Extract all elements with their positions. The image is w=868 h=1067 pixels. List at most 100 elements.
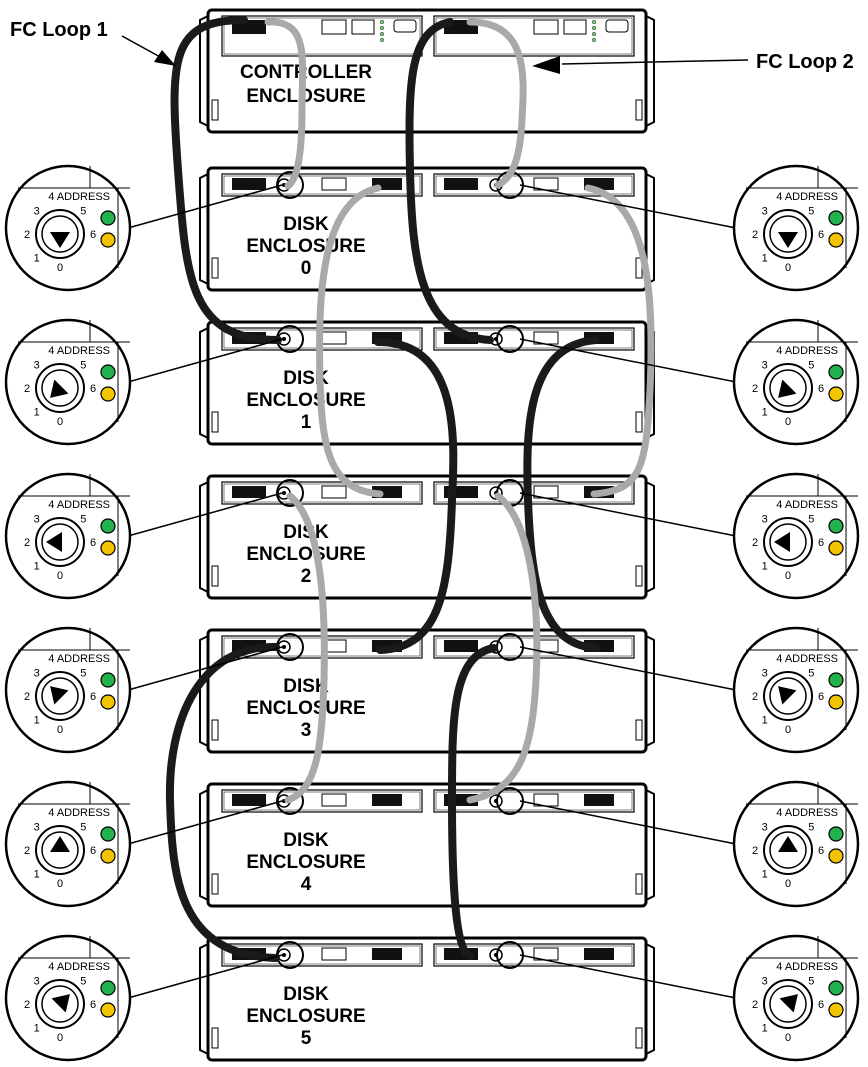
dial-digit: 5 xyxy=(80,514,86,526)
dial-digit: 3 xyxy=(762,822,768,834)
dial-pointer-arrow xyxy=(50,232,70,248)
disk-label-number: 4 xyxy=(301,874,312,895)
port-connector xyxy=(232,486,266,498)
status-led-green xyxy=(828,980,844,996)
io-module-b xyxy=(433,789,635,813)
disk-label-line2: ENCLOSURE xyxy=(246,544,365,565)
dial-digit: 0 xyxy=(785,878,791,890)
enclosure-body xyxy=(206,782,648,908)
dial-digit: 0 xyxy=(57,262,63,274)
dial-digit: 5 xyxy=(808,976,814,988)
loop2-cable-enc2-to-enc4 xyxy=(284,492,328,804)
dial-pointer-arrow xyxy=(778,379,797,398)
dial-title: 4 ADDRESS xyxy=(776,345,838,357)
dial-digit: 2 xyxy=(24,691,30,703)
dial-digit: 3 xyxy=(34,206,40,218)
dial-digit: 1 xyxy=(34,252,40,264)
dial-digit: 2 xyxy=(752,999,758,1011)
loop2-dark-cable-enc1-to-enc3 xyxy=(523,336,600,652)
dial-digit: 3 xyxy=(762,976,768,988)
ear-slot xyxy=(635,99,643,121)
status-led-amber xyxy=(828,694,844,710)
dial-digit: 0 xyxy=(785,570,791,582)
fc-loop-1-pointer xyxy=(121,35,163,59)
disk-label-number: 0 xyxy=(301,258,312,279)
dial-pointer-arrow xyxy=(51,994,70,1013)
dial-digit: 3 xyxy=(34,822,40,834)
dial-leader-line xyxy=(519,184,737,229)
dial-leader-line xyxy=(519,800,737,845)
status-led xyxy=(592,32,597,37)
dial-leader-line xyxy=(127,492,283,537)
port-connector xyxy=(584,794,614,806)
status-led xyxy=(380,32,385,37)
status-led-amber xyxy=(828,386,844,402)
address-switch-pin xyxy=(282,491,286,495)
dial-title: 4 ADDRESS xyxy=(776,807,838,819)
dial-digit: 5 xyxy=(80,668,86,680)
fc-loop-2-pointer xyxy=(561,59,749,65)
dial-leader-line xyxy=(519,338,737,383)
ear-slot xyxy=(211,99,219,121)
ear-slot xyxy=(211,411,219,433)
dial-leader-line xyxy=(127,954,283,999)
ear-slot xyxy=(211,257,219,279)
dial-digit: 3 xyxy=(762,668,768,680)
disk-label-number: 1 xyxy=(301,412,312,433)
fc-loop-1-callout: FC Loop 1 xyxy=(10,19,176,66)
dial-digit: 5 xyxy=(808,668,814,680)
port-connector xyxy=(321,177,347,191)
dial-digit: 0 xyxy=(57,416,63,428)
ear-slot xyxy=(635,1027,643,1049)
dial-digit: 0 xyxy=(57,1032,63,1044)
port-connector xyxy=(321,19,347,35)
dial-pointer-arrow xyxy=(50,379,69,398)
fc-loop-2-callout: FC Loop 2 xyxy=(532,51,854,74)
dial-digit: 6 xyxy=(90,229,96,241)
status-led xyxy=(380,20,385,25)
io-module-b xyxy=(433,173,635,197)
console-port xyxy=(605,19,629,33)
dial-digit: 0 xyxy=(785,262,791,274)
ear-slot xyxy=(635,411,643,433)
dial-title: 4 ADDRESS xyxy=(776,653,838,665)
fc-loop-1-label: FC Loop 1 xyxy=(10,19,108,41)
dial-leader-line xyxy=(127,338,283,383)
enclosure-body xyxy=(206,936,648,1062)
dial-digit: 0 xyxy=(57,570,63,582)
dial-digit: 0 xyxy=(785,724,791,736)
disk-label-number: 3 xyxy=(301,720,312,741)
fc-loop-2-arrowhead xyxy=(532,56,560,74)
status-led xyxy=(380,38,385,43)
dial-digit: 6 xyxy=(90,691,96,703)
dial-digit: 3 xyxy=(762,514,768,526)
status-led xyxy=(380,26,385,31)
status-led-green xyxy=(828,364,844,380)
status-led-amber xyxy=(100,848,116,864)
status-led-green xyxy=(100,518,116,534)
dial-title: 4 ADDRESS xyxy=(48,653,110,665)
dial-digit: 5 xyxy=(808,206,814,218)
dial-digit: 2 xyxy=(752,383,758,395)
loop2-dark-cable-ctrl-to-enc1 xyxy=(405,18,494,344)
dial-digit: 3 xyxy=(762,360,768,372)
dial-digit: 6 xyxy=(818,537,824,549)
dial-title: 4 ADDRESS xyxy=(776,191,838,203)
dial-digit: 3 xyxy=(34,360,40,372)
controller-label-line2: ENCLOSURE xyxy=(246,86,365,107)
loop2-cable-enc2r-to-enc4r xyxy=(466,492,541,804)
status-led xyxy=(592,26,597,31)
dial-pointer-arrow xyxy=(778,686,797,705)
port-connector xyxy=(372,794,402,806)
ear-slot xyxy=(211,1027,219,1049)
dial-digit: 3 xyxy=(762,206,768,218)
dial-leader-line xyxy=(519,954,737,999)
dial-title: 4 ADDRESS xyxy=(776,499,838,511)
